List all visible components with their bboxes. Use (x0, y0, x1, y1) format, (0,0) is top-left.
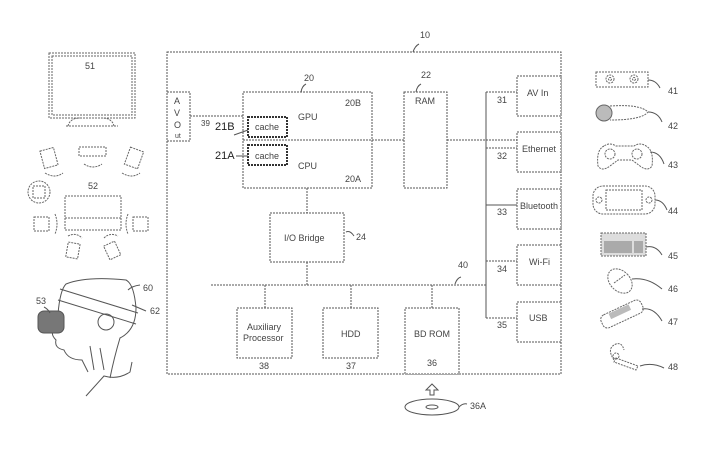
remote-control-icon (600, 299, 644, 329)
display-ref: 51 (85, 61, 95, 71)
aux-processor-ref: 38 (259, 361, 269, 371)
remote-leader (641, 308, 663, 322)
user-leader (127, 284, 141, 291)
handheld-ref: 44 (668, 206, 678, 216)
ram-label: RAM (415, 96, 435, 106)
av-out-ref: 39 (201, 119, 210, 128)
io-bridge-leader (345, 231, 355, 237)
gpu-cache-leader (233, 129, 249, 136)
usb-box (516, 301, 562, 343)
gamepad-icon (597, 143, 653, 170)
hdd-ref: 37 (346, 361, 356, 371)
gpu-ref: 20B (345, 98, 361, 108)
av-out-char-ut: ut (175, 133, 181, 140)
wifi-label: Wi-Fi (529, 257, 550, 267)
hdd-box (322, 307, 379, 359)
keyboard-icon (600, 232, 647, 257)
earphone-leader (131, 304, 147, 312)
bus-ref: 40 (458, 260, 468, 270)
aux-processor-label-line1: Auxiliary (247, 322, 282, 332)
motion-controller-leader (647, 111, 663, 123)
headset-ref: 48 (668, 362, 678, 372)
io-bridge-label: I/O Bridge (284, 233, 325, 243)
system-ref: 10 (420, 30, 430, 40)
hdd-label: HDD (341, 329, 361, 339)
processor-ref: 20 (304, 73, 314, 83)
camera-ref: 41 (668, 86, 678, 96)
motion-controller-icon (595, 104, 649, 122)
wifi-box (516, 244, 562, 286)
keyboard-leader (645, 246, 663, 256)
disc-hole-icon (425, 404, 439, 410)
remote-ref: 47 (668, 317, 678, 327)
camera-leader (647, 79, 661, 89)
gamepad-ref: 43 (668, 160, 678, 170)
av-in-ref: 31 (497, 95, 507, 105)
hmd-display-ref: 53 (36, 296, 46, 306)
gpu-label: GPU (298, 112, 318, 122)
mouse-ref: 46 (668, 284, 678, 294)
cpu-label: CPU (298, 161, 317, 171)
insert-arrow-icon (424, 383, 440, 396)
handheld-console-icon (592, 185, 656, 215)
surround-ref: 52 (88, 181, 98, 191)
system-leader (412, 43, 420, 53)
hmd-display-leader (43, 306, 51, 314)
aux-processor-box (236, 307, 293, 359)
disc-ref: 36A (470, 401, 486, 411)
cpu-cache-ref: 21A (215, 150, 235, 162)
usb-ref: 35 (497, 320, 507, 330)
io-bridge-ref: 24 (356, 232, 366, 242)
cpu-ref: 20A (345, 174, 361, 184)
camera-icon (595, 71, 649, 88)
ethernet-ref: 32 (497, 151, 507, 161)
av-in-label: AV In (527, 88, 548, 98)
wifi-ref: 34 (497, 264, 507, 274)
bus-leader (454, 276, 462, 285)
mouse-icon (607, 268, 633, 294)
bdrom-label: BD ROM (414, 329, 450, 339)
hmd-user-icon (51, 278, 139, 397)
cpu-cache-label: cache (255, 151, 279, 161)
cpu-cache-box (247, 144, 288, 166)
keyboard-ref: 45 (668, 251, 678, 261)
display-icon (48, 52, 136, 127)
handheld-leader (654, 199, 668, 211)
ethernet-label: Ethernet (522, 144, 557, 154)
gpu-cache-ref: 21B (215, 121, 235, 133)
bdrom-box (404, 307, 460, 375)
motion-controller-ref: 42 (668, 121, 678, 131)
aux-processor-label-line2: Processor (243, 333, 284, 343)
bluetooth-label: Bluetooth (520, 201, 558, 211)
gamepad-leader (649, 151, 665, 165)
bluetooth-box (516, 188, 562, 230)
ethernet-box (516, 131, 562, 173)
ram-box (403, 91, 448, 189)
bluetooth-ref: 33 (497, 207, 507, 217)
earphone-ref: 62 (150, 306, 160, 316)
io-bridge-box (269, 212, 345, 263)
headset-icon (610, 343, 639, 371)
headset-leader (639, 363, 665, 369)
av-out-char-a: A (174, 96, 180, 106)
user-ref: 60 (143, 283, 153, 293)
disc-leader (458, 403, 468, 408)
usb-label: USB (529, 313, 548, 323)
ram-leader (415, 83, 422, 93)
gpu-cache-label: cache (255, 122, 279, 132)
av-out-box (166, 91, 191, 142)
hmd-display-icon (37, 310, 65, 334)
av-out-char-o: O (174, 120, 181, 130)
ram-ref: 22 (421, 70, 431, 80)
gpu-cache-box (247, 116, 288, 138)
av-out-char-v: V (174, 108, 180, 118)
surround-speakers-icon (27, 146, 149, 261)
mouse-leader (631, 278, 663, 290)
av-in-box (516, 75, 562, 117)
bdrom-ref: 36 (427, 358, 437, 368)
processor-leader (300, 83, 307, 93)
disc-icon (404, 398, 460, 416)
